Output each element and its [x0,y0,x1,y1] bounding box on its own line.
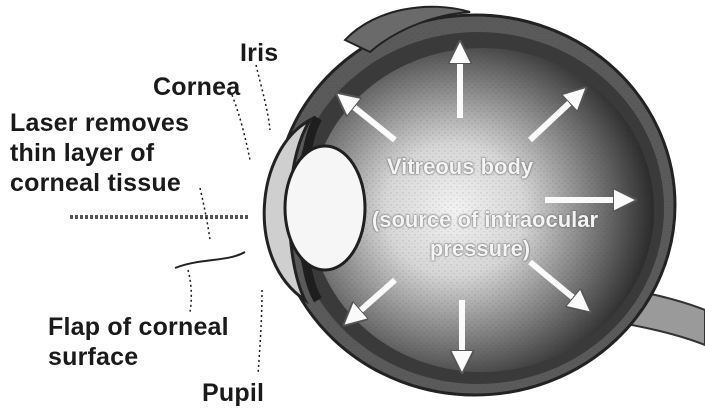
label-iris: Iris [240,38,278,68]
label-laser-line3: corneal tissue [10,168,181,198]
label-flap-line2: surface [48,342,138,372]
label-laser-line2: thin layer of [10,138,154,168]
label-laser-line1: Laser removes [10,108,189,138]
vitreous-line1: Vitreous body [360,152,560,182]
vitreous-line3: pressure) [400,234,560,264]
label-cornea: Cornea [153,72,240,102]
corneal-flap [175,252,245,268]
vitreous-line2: (source of intraocular [335,205,635,235]
label-pupil: Pupil [202,378,264,408]
label-flap-line1: Flap of corneal [48,312,229,342]
